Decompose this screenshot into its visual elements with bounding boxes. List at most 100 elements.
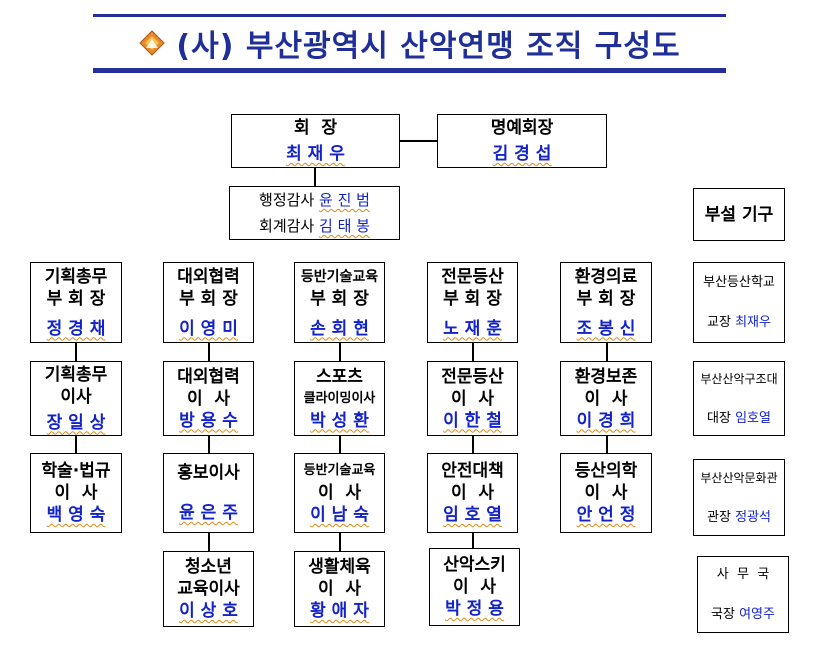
connector-c3: [339, 343, 341, 551]
honorary-chairman-box: 명예회장 김 경 섭: [437, 114, 607, 168]
director-role: 이 사: [186, 388, 231, 409]
vp-name: 노 재 훈: [443, 318, 502, 339]
auditor-label: 행정감사: [259, 191, 315, 209]
director-title: 산악스키: [443, 555, 506, 575]
affiliated-head: 대장 임호열: [707, 408, 771, 430]
director-name: 백 영 숙: [46, 505, 106, 525]
director-title: 학술·법규: [41, 461, 111, 481]
vp-title-role: 부 회 장: [310, 288, 369, 309]
affiliated-header-box: 부설 기구: [693, 188, 785, 241]
director-title: 기획총무: [44, 364, 108, 385]
affiliated-role: 국장: [711, 606, 735, 622]
affiliated-role: 관장: [707, 509, 731, 525]
affiliated-box: 부산등산학교 교장 최재우: [693, 262, 785, 343]
director-name: 장 일 상: [46, 412, 106, 433]
auditor-name: 김 태 봉: [319, 217, 370, 235]
director-name: 이 상 호: [179, 601, 238, 621]
vp-name: 이 영 미: [179, 318, 238, 339]
affiliated-name: 임호열: [735, 410, 771, 426]
vp-box: 전문등산 부 회 장 노 재 훈: [427, 262, 518, 343]
director-box: 대외협력 이 사 방 용 수: [163, 361, 254, 436]
director-name: 이 한 철: [443, 410, 502, 431]
director-title: 대외협력: [177, 366, 240, 387]
director-name: 이 남 숙: [310, 505, 369, 525]
director-title: 안전대책: [441, 461, 504, 481]
director-box: 생활체육 이 사 황 애 자: [294, 551, 385, 627]
vp-title-role: 부 회 장: [443, 288, 502, 309]
vp-title-role: 부 회 장: [179, 288, 238, 309]
auditors-box: 행정감사 윤 진 범 회계감사 김 태 봉: [229, 186, 400, 240]
director-box: 등산의학 이 사 안 언 정: [560, 453, 652, 533]
director-box: 전문등산 이 사 이 한 철: [427, 361, 518, 436]
director-name: 박 성 환: [310, 410, 369, 431]
director-title: 홍보이사: [177, 463, 240, 483]
vp-name: 조 봉 신: [576, 318, 636, 339]
director-name: 임 호 열: [443, 505, 502, 525]
affiliated-org: 사 무 국: [716, 566, 770, 582]
auditor-name: 윤 진 범: [319, 191, 370, 209]
affiliated-name: 여영주: [739, 606, 775, 622]
vp-title: 전문등산: [441, 266, 504, 287]
affiliated-box: 사 무 국 국장 여영주: [697, 556, 789, 633]
honorary-title: 명예회장: [490, 118, 554, 138]
affiliated-org: 부산산악문화관: [700, 470, 778, 485]
vp-title-role: 부 회 장: [46, 288, 106, 309]
director-name: 안 언 정: [576, 505, 636, 525]
director-role: 이 사: [452, 577, 497, 597]
director-name: 이 경 희: [576, 410, 636, 431]
affiliated-org: 부산산악구조대: [700, 371, 778, 386]
affiliated-role: 대장: [707, 410, 731, 426]
director-box: 학술·법규 이 사 백 영 숙: [30, 453, 122, 533]
connector-chairman-auditors: [314, 168, 316, 186]
director-box: 환경보존 이 사 이 경 희: [560, 361, 652, 436]
vp-box: 기획총무 부 회 장 정 경 채: [30, 262, 122, 343]
page-title: (사) 부산광역시 산악연맹 조직 구성도: [93, 19, 726, 67]
vp-box: 등반기술교육 부 회 장 손 회 현: [294, 262, 385, 343]
chairman-title: 회 장: [293, 118, 338, 138]
affiliated-head: 교장 최재우: [707, 312, 771, 334]
honorary-name: 김 경 섭: [492, 144, 552, 164]
director-role: 이사: [60, 386, 92, 407]
director-role: 클라이밍이사: [303, 390, 376, 406]
auditor-label: 회계감사: [259, 217, 315, 235]
director-name: 박 정 용: [445, 599, 504, 619]
affiliated-org: 부산등산학교: [703, 274, 775, 290]
director-box: 홍보이사 윤 은 주: [163, 453, 254, 533]
vp-title-role: 부 회 장: [576, 288, 636, 309]
affiliated-header: 부설 기구: [704, 204, 774, 225]
title-top-rule: [93, 14, 726, 17]
title-bottom-rule: [93, 68, 726, 73]
director-title: 청소년: [185, 557, 232, 577]
director-role: 이 사: [450, 483, 495, 503]
affiliated-name: 정광석: [735, 509, 771, 525]
vp-title: 대외협력: [177, 266, 240, 287]
director-title: 등산의학: [574, 461, 638, 481]
director-box: 기획총무 이사 장 일 상: [30, 361, 122, 436]
auditor-row: 행정감사 윤 진 범: [259, 187, 370, 213]
director-box: 산악스키 이 사 박 정 용: [429, 548, 520, 626]
federation-logo-icon: [139, 30, 166, 56]
vp-name: 손 회 현: [310, 318, 369, 339]
director-name: 방 용 수: [179, 410, 238, 431]
affiliated-role: 교장: [707, 314, 731, 330]
affiliated-head: 국장 여영주: [711, 604, 775, 626]
vp-title: 환경의료: [574, 266, 638, 287]
director-role: 이 사: [584, 483, 628, 503]
director-title: 등반기술교육: [303, 463, 376, 478]
director-role: 이 사: [317, 579, 362, 599]
vp-title: 기획총무: [44, 266, 108, 287]
vp-name: 정 경 채: [46, 318, 106, 339]
director-name: 황 애 자: [310, 601, 369, 621]
director-title: 생활체육: [308, 557, 371, 577]
director-title: 전문등산: [441, 366, 504, 387]
director-name: 윤 은 주: [179, 503, 238, 523]
affiliated-name: 최재우: [735, 314, 771, 330]
director-box: 안전대책 이 사 임 호 열: [427, 453, 518, 533]
chairman-name: 최 재 우: [286, 144, 345, 164]
director-box: 청소년 교육이사 이 상 호: [163, 551, 254, 627]
chairman-box: 회 장 최 재 우: [231, 114, 400, 168]
vp-title: 등반기술교육: [300, 268, 379, 285]
director-box: 등반기술교육 이 사 이 남 숙: [294, 453, 385, 533]
director-role: 이 사: [584, 388, 628, 409]
director-title: 환경보존: [574, 366, 638, 387]
